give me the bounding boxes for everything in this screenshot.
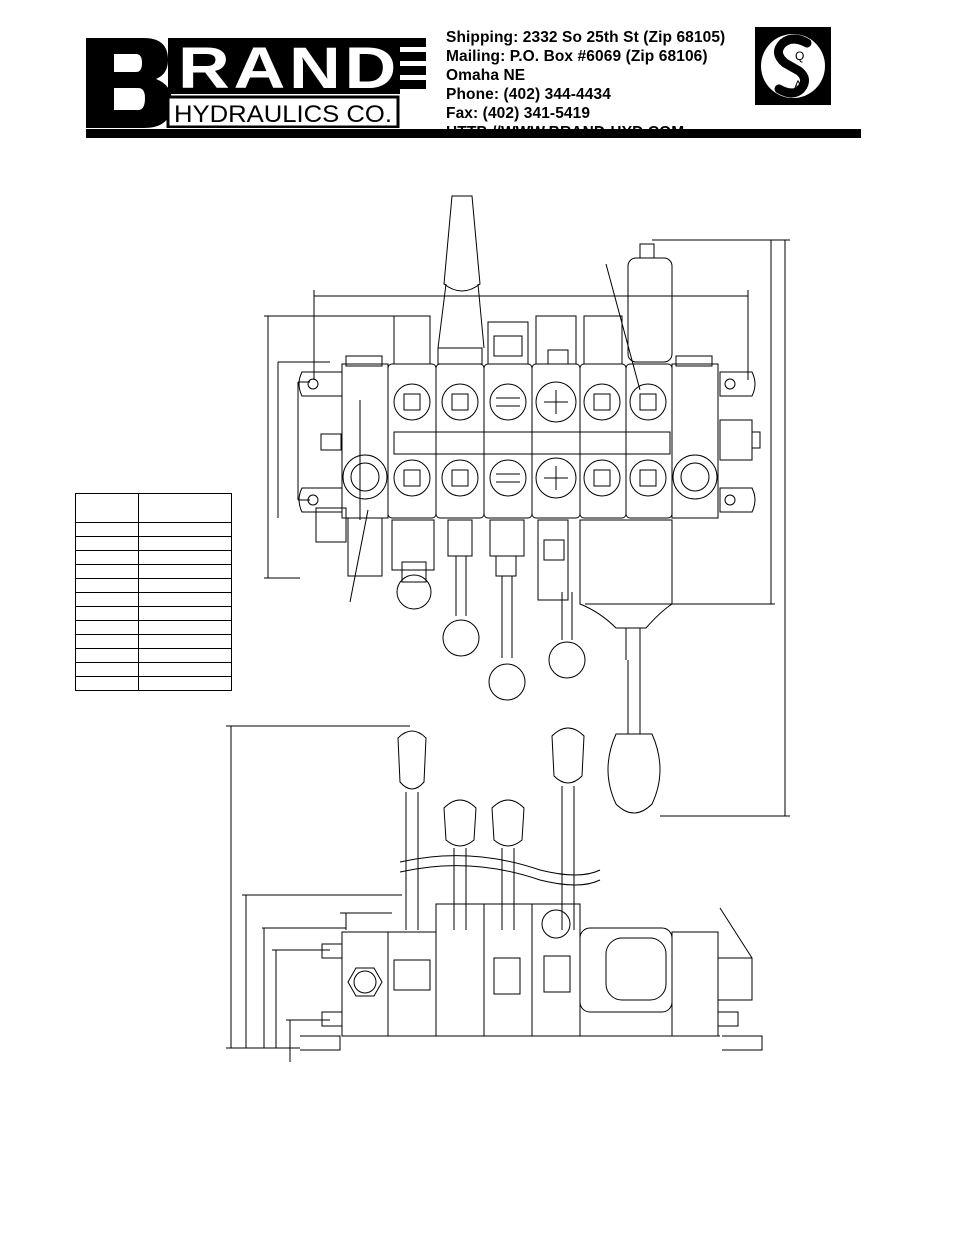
table-cell [138,620,232,635]
brand-hydraulics-logo: RAND HYDRAULICS CO. [86,36,426,128]
table-row [75,606,232,621]
logo-sub-text: HYDRAULICS CO. [174,101,392,128]
side-handle-3 [491,799,525,847]
side-handle-1 [397,730,427,790]
dimension-table-header-cell [75,493,139,523]
table-row [75,634,232,649]
table-cell [75,676,139,691]
side-view [226,725,763,1062]
work-sections [387,315,673,519]
table-cell [138,592,232,607]
table-cell [75,536,139,551]
table-row [75,662,232,677]
table-cell [138,648,232,663]
side-handle-4 [551,727,585,784]
table-cell [138,564,232,579]
side-handle-2 [443,799,477,847]
table-cell [75,564,139,579]
table-cell [138,676,232,691]
contact-fax: Fax: (402) 341-5419 [446,105,591,122]
contact-shipping: Shipping: 2332 So 25th St (Zip 68105) [446,29,726,46]
large-handle-knob [607,733,661,814]
table-row [75,676,232,691]
logo-b-letter [86,38,172,128]
table-cell [138,578,232,593]
table-cell [75,522,139,537]
table-row [75,550,232,565]
handle-knob-2 [442,619,480,657]
handle-knob-1 [396,574,432,610]
handle-knob-4 [548,641,586,679]
table-cell [75,592,139,607]
table-cell [75,648,139,663]
table-cell [138,522,232,537]
dimension-table-header-cell [138,493,232,523]
table-cell [75,620,139,635]
table-cell [138,662,232,677]
table-row [75,564,232,579]
letterhead: RAND HYDRAULICS CO. Shipping: 2332 So 25… [0,0,954,145]
qa-badge: Q A [755,27,831,105]
table-row [75,592,232,607]
table-row [75,536,232,551]
table-cell [138,536,232,551]
top-view [264,195,790,817]
table-cell [75,606,139,621]
table-row [75,578,232,593]
handle-knob-3 [488,663,526,701]
table-row [75,648,232,663]
contact-mailing: Mailing: P.O. Box #6069 (Zip 68106) [446,48,708,65]
header-rule [86,129,861,138]
table-cell [75,550,139,565]
dimension-table [75,493,232,691]
table-cell [75,634,139,649]
contact-phone: Phone: (402) 344-4434 [446,86,611,103]
table-cell [138,550,232,565]
contact-city: Omaha NE [446,67,526,84]
table-row [75,522,232,537]
qa-letter-a: A [794,78,802,92]
dimension-table-header [75,493,232,523]
qa-letter-q: Q [795,49,804,63]
logo-brand-text: RAND [178,36,400,101]
table-row [75,620,232,635]
table-cell [75,662,139,677]
table-cell [138,634,232,649]
top-cone-actuator [443,195,481,292]
table-cell [75,578,139,593]
table-cell [138,606,232,621]
